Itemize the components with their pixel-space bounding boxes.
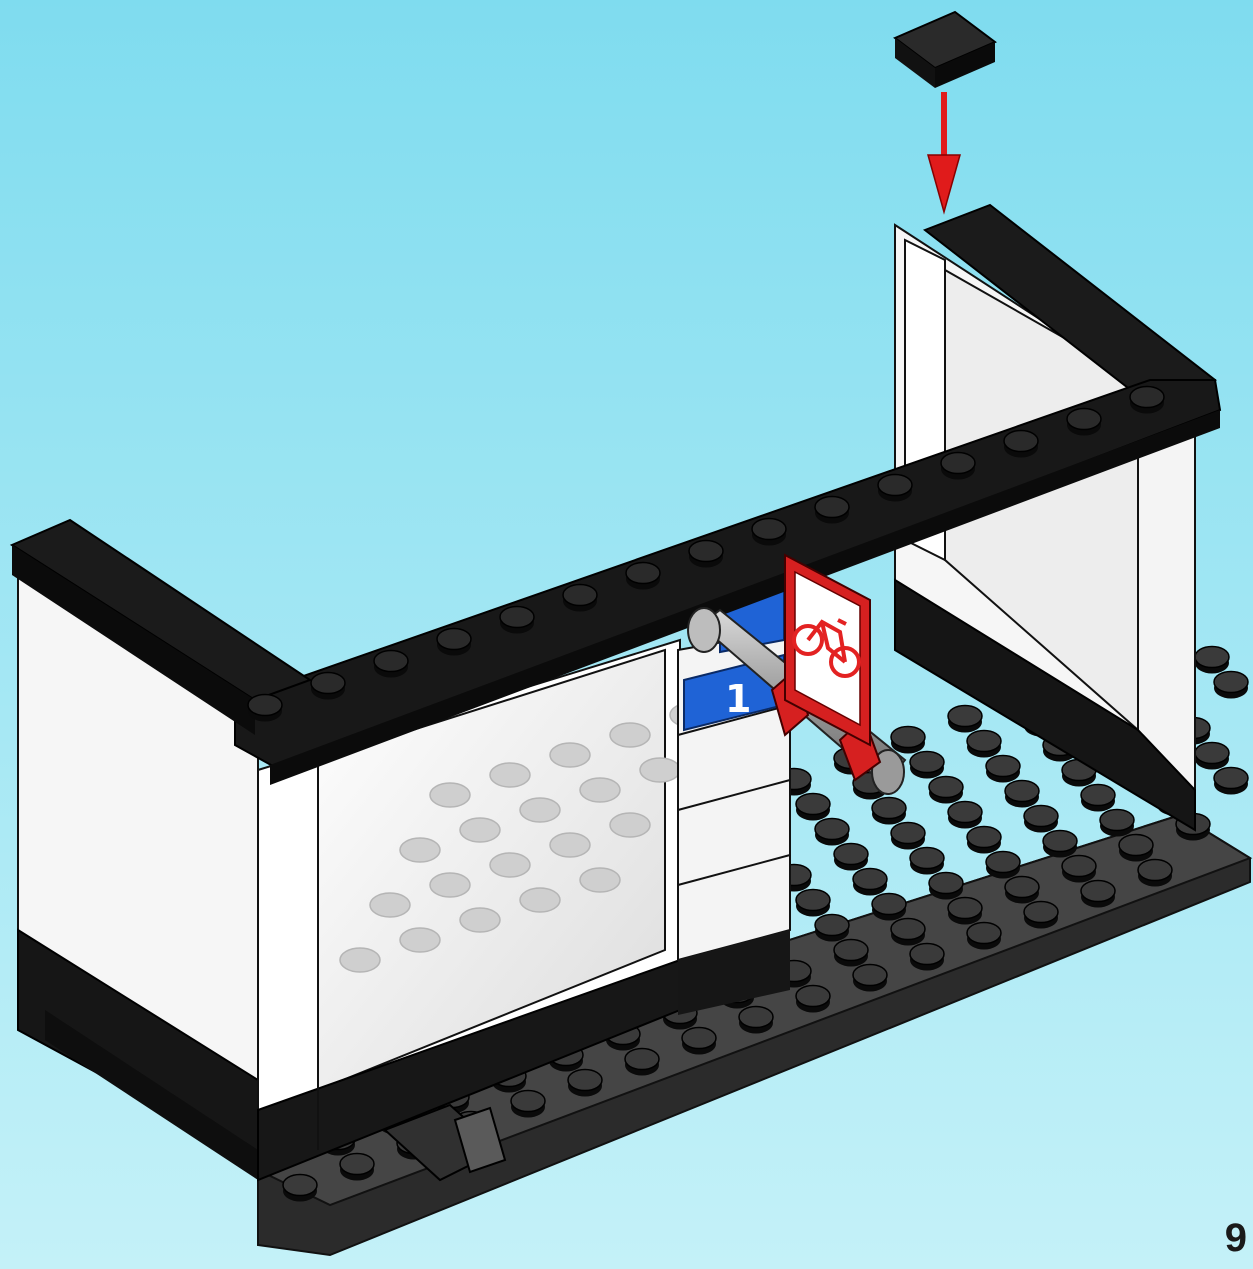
- baseplate-stud: [891, 918, 925, 939]
- glass-stud: [430, 873, 470, 897]
- glass-stud: [490, 763, 530, 787]
- baseplate-stud: [568, 1069, 602, 1090]
- glass-stud: [610, 813, 650, 837]
- glass-stud: [640, 758, 680, 782]
- baseplate-stud: [739, 1006, 773, 1027]
- glass-stud: [370, 893, 410, 917]
- glass-stud: [400, 838, 440, 862]
- glass-stud: [340, 948, 380, 972]
- baseplate-stud: [948, 897, 982, 918]
- baseplate-stud: [796, 985, 830, 1006]
- baseplate-stud: [853, 964, 887, 985]
- baseplate-stud: [986, 851, 1020, 872]
- roof-stud: [563, 584, 597, 605]
- baseplate-stud: [910, 751, 944, 772]
- roof-stud: [374, 650, 408, 671]
- baseplate-stud: [1062, 855, 1096, 876]
- baseplate-stud: [948, 705, 982, 726]
- glass-stud: [490, 853, 530, 877]
- baseplate-stud: [891, 726, 925, 747]
- roof-stud: [1004, 430, 1038, 451]
- roof-stud: [500, 606, 534, 627]
- baseplate-stud: [872, 893, 906, 914]
- baseplate-stud: [682, 1027, 716, 1048]
- baseplate-stud: [1214, 671, 1248, 692]
- baseplate-stud: [986, 755, 1020, 776]
- baseplate-stud: [1195, 646, 1229, 667]
- glass-stud: [460, 908, 500, 932]
- number-tile: 1: [725, 677, 751, 721]
- roof-stud: [941, 452, 975, 473]
- glass-stud: [580, 778, 620, 802]
- baseplate-stud: [1081, 880, 1115, 901]
- roof-stud: [437, 628, 471, 649]
- baseplate-stud: [511, 1090, 545, 1111]
- baseplate-stud: [967, 826, 1001, 847]
- baseplate-stud: [340, 1153, 374, 1174]
- roof-stud: [815, 496, 849, 517]
- baseplate-stud: [796, 793, 830, 814]
- baseplate-stud: [910, 943, 944, 964]
- roof-stud: [248, 694, 282, 715]
- glass-stud: [520, 798, 560, 822]
- baseplate-stud: [1005, 780, 1039, 801]
- glass-stud: [400, 928, 440, 952]
- roof-stud: [752, 518, 786, 539]
- baseplate-stud: [1005, 876, 1039, 897]
- glass-stud: [520, 888, 560, 912]
- baseplate-stud: [853, 868, 887, 889]
- roof-stud: [1067, 408, 1101, 429]
- baseplate-stud: [815, 914, 849, 935]
- baseplate-stud: [1138, 859, 1172, 880]
- baseplate-stud: [796, 889, 830, 910]
- baseplate-stud: [967, 922, 1001, 943]
- baseplate-stud: [929, 872, 963, 893]
- roof-stud: [626, 562, 660, 583]
- baseplate-stud: [1195, 742, 1229, 763]
- baseplate-stud: [1081, 784, 1115, 805]
- baseplate-stud: [1043, 830, 1077, 851]
- baseplate-stud: [834, 843, 868, 864]
- baseplate-stud: [815, 818, 849, 839]
- baseplate-stud: [834, 939, 868, 960]
- baseplate-stud: [625, 1048, 659, 1069]
- baseplate-stud: [872, 797, 906, 818]
- roof-stud: [878, 474, 912, 495]
- baseplate-stud: [283, 1174, 317, 1195]
- baseplate-stud: [948, 801, 982, 822]
- baseplate-stud: [891, 822, 925, 843]
- roof-stud: [689, 540, 723, 561]
- glass-stud: [550, 833, 590, 857]
- roof-stud: [1130, 386, 1164, 407]
- baseplate-stud: [1119, 834, 1153, 855]
- glass-stud: [610, 723, 650, 747]
- baseplate-stud: [1100, 809, 1134, 830]
- glass-stud: [550, 743, 590, 767]
- baseplate-stud: [1024, 805, 1058, 826]
- baseplate-stud: [1214, 767, 1248, 788]
- baseplate-stud: [929, 776, 963, 797]
- glass-stud: [460, 818, 500, 842]
- step-number: 9: [1225, 1216, 1247, 1261]
- glass-stud: [430, 783, 470, 807]
- baseplate-stud: [1024, 901, 1058, 922]
- baseplate-stud: [967, 730, 1001, 751]
- roof-stud: [311, 672, 345, 693]
- glass-stud: [580, 868, 620, 892]
- baseplate-stud: [910, 847, 944, 868]
